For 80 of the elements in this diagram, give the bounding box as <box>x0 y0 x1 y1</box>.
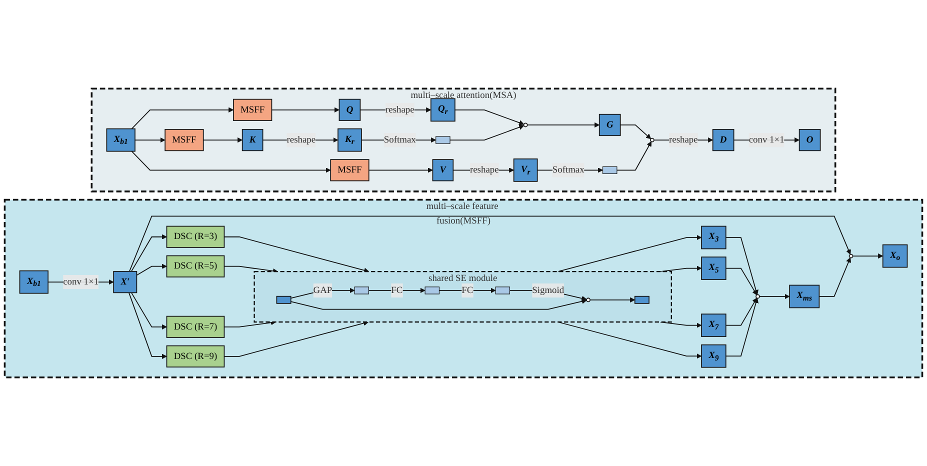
node-box: X$_{3}$ <box>701 226 726 250</box>
arrow <box>131 107 234 130</box>
node-box: MSFF <box>232 98 272 121</box>
edge-label: reshape <box>385 104 414 115</box>
node-box: MSFF <box>164 128 204 152</box>
node-box <box>634 296 650 304</box>
node-box: X$_{o}$ <box>882 244 908 268</box>
node-box: D <box>712 128 734 152</box>
node-circle <box>650 138 654 142</box>
edge-label: Softmax <box>384 134 416 145</box>
node-box: Q$_{r}$ <box>430 98 456 122</box>
node-box: V$_{r}$ <box>513 158 538 182</box>
node-box: G <box>598 114 621 136</box>
arrow <box>271 107 340 112</box>
arrow <box>368 168 433 173</box>
arrow <box>526 122 600 128</box>
arrow <box>725 268 758 296</box>
arrow <box>136 264 167 276</box>
edge-label: conv 1×1 <box>63 276 99 287</box>
node-box: X$_{9}$ <box>701 344 726 368</box>
arrow <box>759 294 790 300</box>
edge-label: FC <box>391 285 403 296</box>
arrow <box>725 237 758 295</box>
node-box: DSC (R=5) <box>166 255 225 278</box>
node-box: Q <box>338 98 361 121</box>
arrow <box>224 320 369 357</box>
node-box: O <box>798 128 821 152</box>
arrow <box>852 253 884 259</box>
node-box: V <box>432 159 454 182</box>
node-box: X$_{b1}$ <box>19 270 48 294</box>
arrow <box>590 297 636 302</box>
edge-label: Softmax <box>552 164 584 175</box>
arrow <box>558 234 702 272</box>
edge-label: reshape <box>668 134 698 145</box>
edge-label: FC <box>462 285 474 296</box>
edge-label: reshape <box>470 164 499 175</box>
arrow <box>818 257 851 297</box>
arrow <box>725 298 758 357</box>
node-box: K <box>242 128 264 152</box>
arrow <box>454 109 524 126</box>
arrow <box>131 150 331 173</box>
node-circle <box>586 298 590 302</box>
arrow <box>438 288 496 294</box>
node-box: X$_{7}$ <box>701 314 726 338</box>
arrow <box>128 216 851 272</box>
arrow <box>128 292 167 359</box>
node-box: DSC (R=7) <box>166 316 225 338</box>
edge-label: GAP <box>313 285 332 296</box>
node-box: DSC (R=9) <box>166 345 225 368</box>
node-box: MSFF <box>330 159 370 182</box>
edge-label: reshape <box>286 134 316 145</box>
node-box: X$_{5}$ <box>701 256 726 280</box>
node-box: X′ <box>113 271 138 294</box>
node-bar <box>495 286 510 294</box>
node-box: K$_{r}$ <box>338 128 362 152</box>
edge-label: conv 1×1 <box>748 134 784 145</box>
arrow <box>202 137 243 143</box>
arrow <box>130 292 167 330</box>
node-box: X$_{ms}$ <box>789 284 820 308</box>
arrow <box>368 288 426 294</box>
node-bar <box>354 286 369 294</box>
node-bar <box>436 136 450 144</box>
node-circle <box>523 122 528 128</box>
node-bar <box>424 286 440 294</box>
node-circle <box>848 254 854 258</box>
arrow <box>616 141 652 171</box>
node-circle <box>756 294 760 299</box>
node-box: DSC (R=3) <box>166 226 225 248</box>
arrow <box>134 137 166 143</box>
edge-label: Sigmoid <box>532 285 564 296</box>
arrow <box>620 124 652 140</box>
arrow <box>224 320 276 328</box>
arrow <box>224 236 370 273</box>
node-bar <box>602 166 618 174</box>
arrow <box>130 234 167 272</box>
node-box <box>276 296 292 304</box>
arrow <box>450 124 524 140</box>
arrow <box>725 298 758 326</box>
node-box: X$_{b1}$ <box>106 128 136 152</box>
arrow <box>290 298 587 310</box>
